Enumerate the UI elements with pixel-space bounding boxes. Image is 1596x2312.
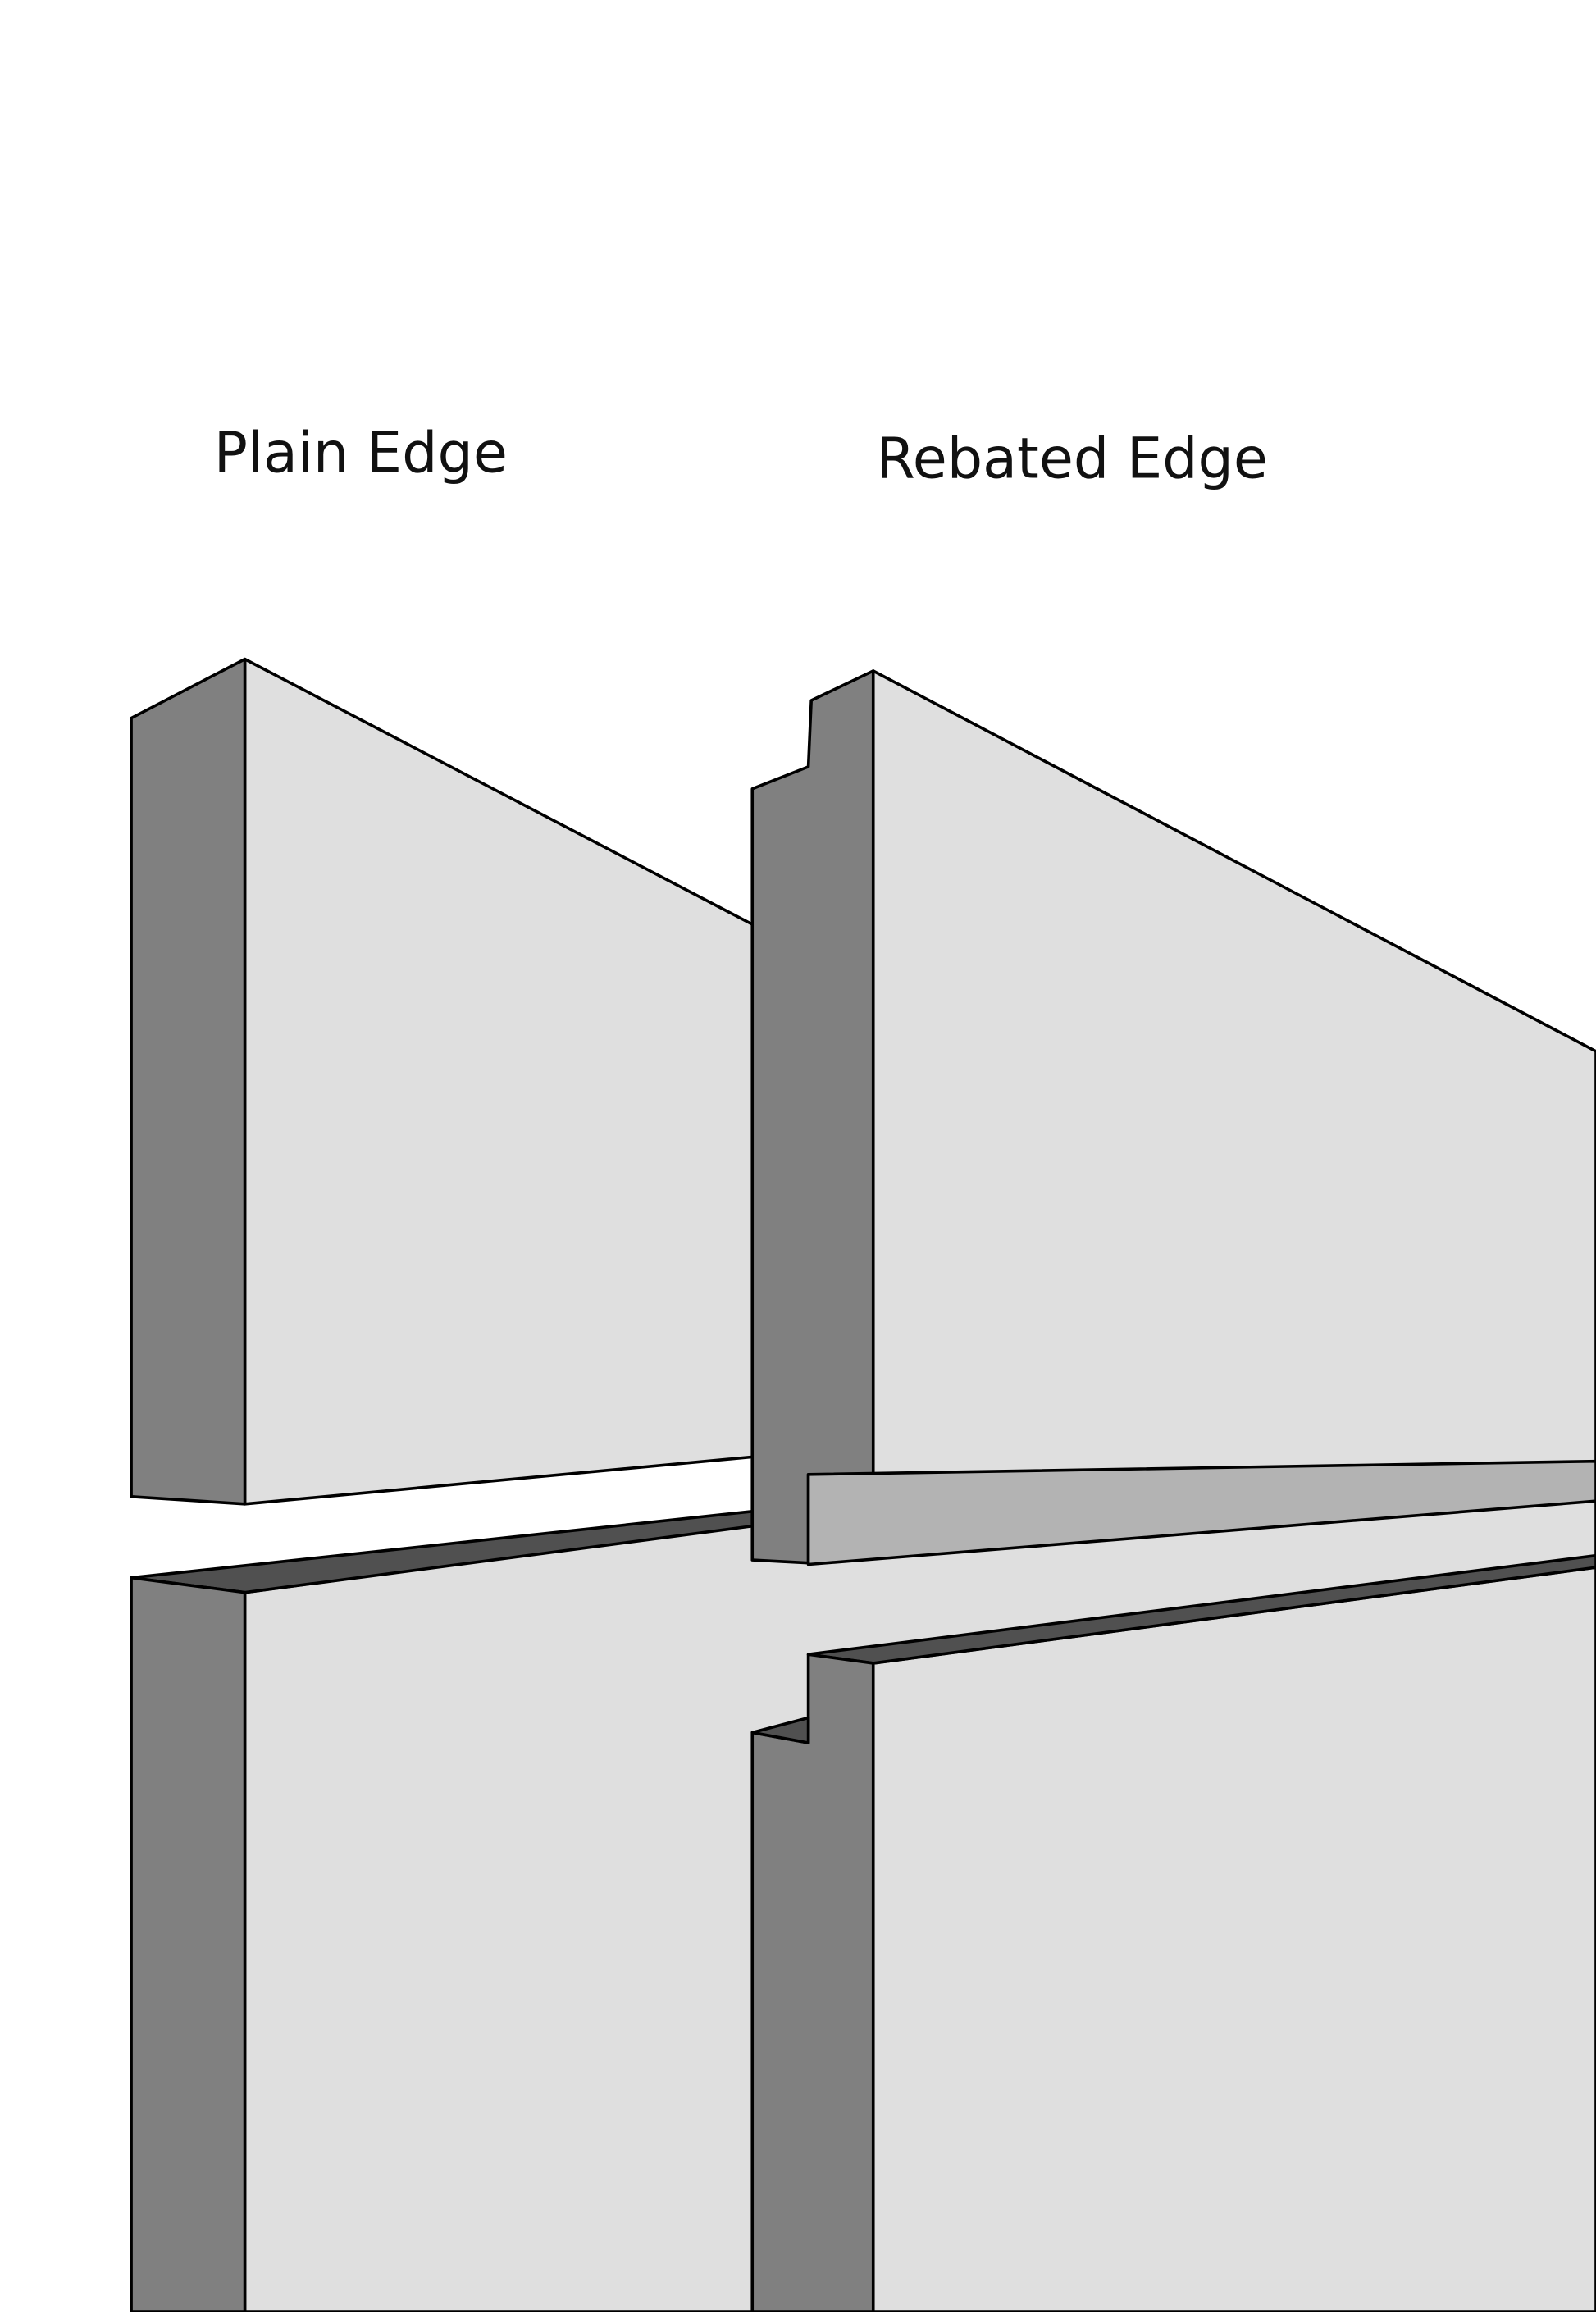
rebated-edge-lower-panel [750,1553,1596,2312]
rebated-tongue [806,1459,1596,1566]
rebated-lower-edge [750,1653,875,2312]
rebated-notch-shadow [750,1716,810,1744]
plain-upper-edge [130,657,247,1506]
rebated-edge-label: Rebated Edge [876,427,1268,492]
rebated-edge-upper-panel [750,669,1596,1566]
plain-lower-edge [130,1576,247,2312]
rebated-upper-edge [750,669,875,1565]
rebated-lower-face [871,1566,1596,2312]
rebated-upper-face [871,669,1596,1476]
plain-edge-label: Plain Edge [214,421,508,486]
